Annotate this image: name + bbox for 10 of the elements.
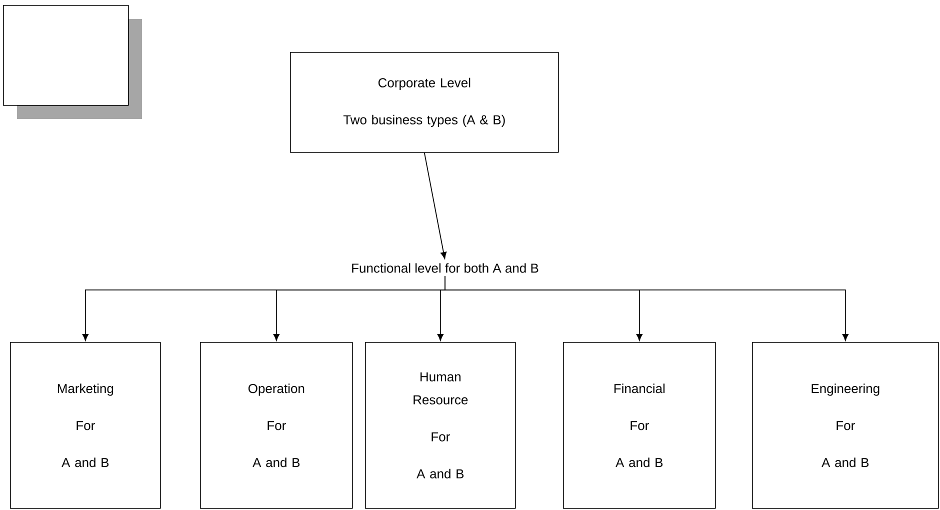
arrow <box>424 152 447 259</box>
level-box: Corporate Level Two business types (A & B) <box>290 52 559 153</box>
level-box: Operation For A and B <box>200 342 353 509</box>
level-box: Financial For A and B <box>563 342 716 509</box>
arrow <box>444 276 848 341</box>
level-box: Engineering For A and B <box>752 342 939 509</box>
level-label: Functional level for both A and B <box>352 263 538 273</box>
level-box: Human Resource For A and B <box>365 342 516 509</box>
level-box: Marketing For A and B <box>10 342 161 509</box>
shadowed-box <box>3 5 142 119</box>
